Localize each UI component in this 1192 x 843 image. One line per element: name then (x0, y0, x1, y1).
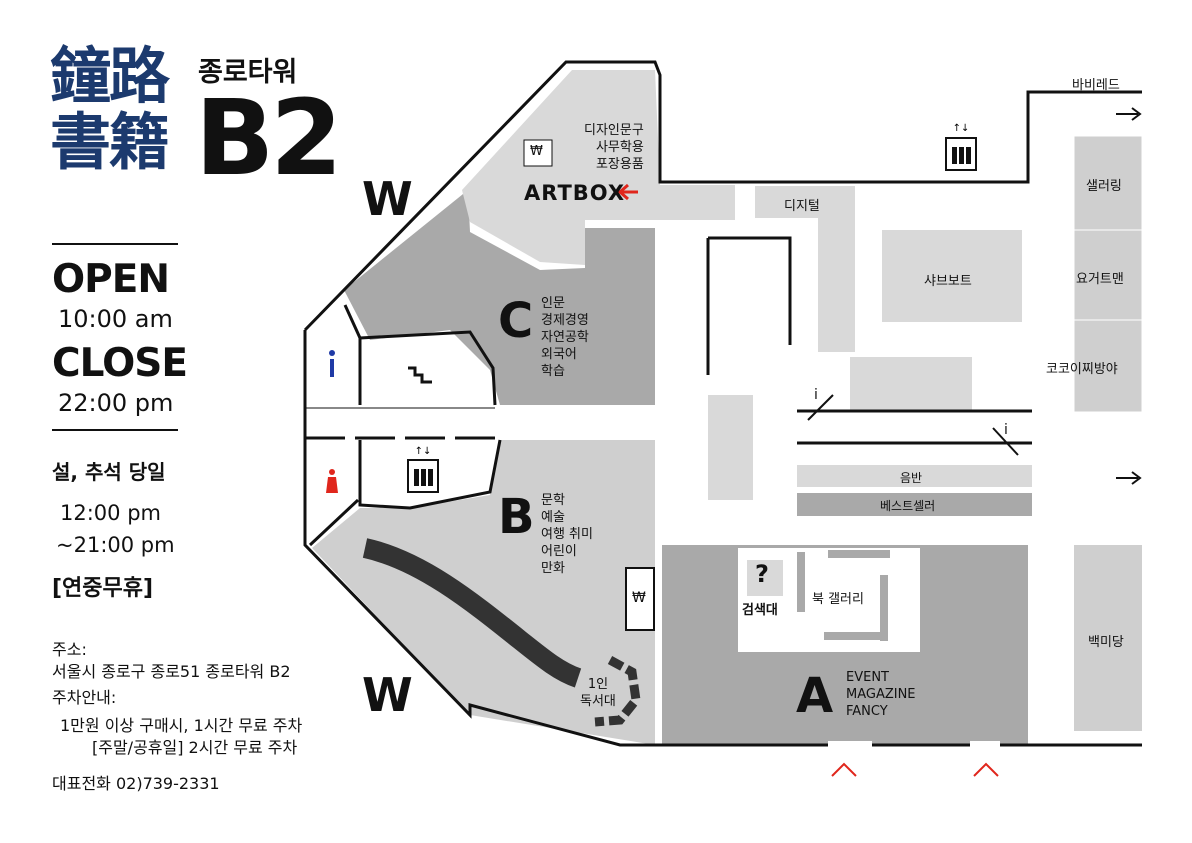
restroom-male-icon (330, 359, 334, 377)
artbox-items: 디자인문구 사무학용 포장용품 (584, 122, 644, 173)
washroom-mark-top: W (362, 172, 413, 226)
logo-line-1: 鐘路 (50, 41, 170, 112)
section-b-item: 예술 (541, 510, 565, 525)
shabu-block (882, 230, 1022, 322)
floor-label: B2 (195, 77, 343, 199)
parking-2: [주말/공휴일] 2시간 무료 주차 (92, 738, 298, 757)
section-b-cashier-symbol: ₩ (632, 590, 646, 606)
holiday-open: 12:00 pm (60, 501, 161, 525)
info-mark-1: i (814, 387, 818, 403)
logo-line-2: 書籍 (50, 107, 170, 178)
divider-bottom (52, 429, 178, 431)
info-arrow-1 (807, 394, 834, 421)
washroom-mark-bottom: W (362, 668, 413, 722)
section-c-letter: C (498, 293, 534, 349)
open-time: 10:00 am (58, 305, 173, 333)
holiday-label: 설, 추석 당일 (52, 460, 166, 484)
entrance-arrow-2 (973, 762, 999, 777)
stairs-icon (408, 366, 432, 384)
address-label: 주소: (52, 640, 87, 659)
phone: 대표전화 02)739-2331 (52, 774, 220, 793)
info-mark-2: i (1004, 422, 1008, 438)
reading-table-long (362, 538, 582, 688)
book-gallery-area (738, 548, 920, 652)
section-b-item: 만화 (541, 561, 565, 576)
section-c-items: 인문 경제경영 자연공학 외국어 학습 (541, 295, 589, 380)
svg-text:↑↓: ↑↓ (415, 446, 432, 457)
exit-arrow-2 (1131, 471, 1142, 485)
store-cococi (1073, 319, 1143, 413)
artbox-cashier-icon (523, 139, 553, 167)
section-a-item: MAGAZINE (846, 687, 916, 702)
parking-label: 주차안내: (52, 688, 117, 707)
store-barbered-label: 바비레드 (1072, 78, 1120, 93)
artbox-cashier-symbol: ₩ (530, 144, 543, 159)
section-b-item: 문학 (541, 493, 565, 508)
open-label: OPEN (52, 257, 170, 302)
divider-top (52, 243, 178, 245)
close-label: CLOSE (52, 341, 188, 386)
digital-shelf (818, 218, 855, 352)
left-shelf (708, 395, 753, 500)
search-symbol: ? (755, 560, 769, 588)
search-kiosk (747, 560, 783, 596)
parking-1: 1만원 이상 구매시, 1시간 무료 주차 (60, 716, 303, 735)
reading-table-label: 1인 독서대 (580, 676, 616, 710)
restroom-female-icon (326, 477, 338, 493)
section-b-cashier-icon (625, 567, 655, 631)
entrance-arrow-1 (831, 762, 857, 777)
digital-label: 디지털 (784, 199, 820, 214)
store-salad-label: 샐러링 (1086, 179, 1122, 194)
section-c-item: 학습 (541, 364, 565, 379)
store-yogurt-label: 요거트맨 (1076, 272, 1124, 287)
close-time: 22:00 pm (58, 389, 174, 417)
store-cococi-label: 코코이찌방야 (1046, 362, 1118, 377)
section-c-item: 경제경영 (541, 313, 589, 328)
artbox-area (462, 70, 735, 265)
store-baekmi-label: 백미당 (1088, 635, 1124, 650)
holiday-note: [연중무휴] (52, 576, 154, 601)
section-b-items: 문학 예술 여행 취미 어린이 만화 (541, 492, 593, 577)
artbox-item: 디자인문구 (584, 123, 644, 138)
building-name: 종로타워 (198, 57, 298, 88)
artbox-item: 포장용품 (595, 157, 644, 172)
artbox-item: 사무학용 (595, 140, 644, 155)
music-label: 음반 (900, 471, 923, 485)
shabu-label: 샤브보트 (924, 274, 972, 289)
gallery-label: 북 갤러리 (812, 592, 864, 607)
section-a-item: FANCY (846, 704, 888, 719)
search-label: 검색대 (742, 603, 778, 618)
bestseller-shelf (797, 493, 1032, 516)
digital-block (755, 186, 855, 218)
reading-table-line: 독서대 (580, 694, 616, 709)
section-c-area (344, 190, 655, 405)
svg-text:↑↓: ↑↓ (953, 123, 970, 134)
section-c-item: 외국어 (541, 347, 577, 362)
store-baekmi (1074, 545, 1142, 731)
address: 서울시 종로구 종로51 종로타워 B2 (52, 662, 291, 681)
artbox-arrow-icon (617, 183, 629, 201)
reading-table-line: 1인 (587, 677, 609, 692)
section-c-item: 인문 (541, 296, 565, 311)
center-block (850, 357, 972, 411)
holiday-close: ~21:00 pm (56, 533, 175, 557)
section-a-letter: A (796, 668, 834, 724)
reading-table-single (594, 656, 641, 727)
info-arrow-2 (992, 427, 1019, 456)
section-b-item: 여행 취미 (541, 527, 593, 542)
exit-arrow-1 (1131, 107, 1142, 121)
section-a-item: EVENT (846, 670, 889, 685)
section-c-item: 자연공학 (541, 330, 589, 345)
holiday-hours: 12:00 pm ~21:00 pm (56, 497, 175, 561)
logo-hanja: 鐘路 書籍 (50, 44, 185, 176)
section-b-item: 어린이 (541, 544, 577, 559)
artbox-label: ARTBOX (524, 181, 626, 205)
section-a-items: EVENT MAGAZINE FANCY (846, 669, 916, 720)
section-b-letter: B (498, 489, 535, 545)
music-shelf (797, 465, 1032, 487)
bestseller-label: 베스트셀러 (880, 499, 936, 513)
